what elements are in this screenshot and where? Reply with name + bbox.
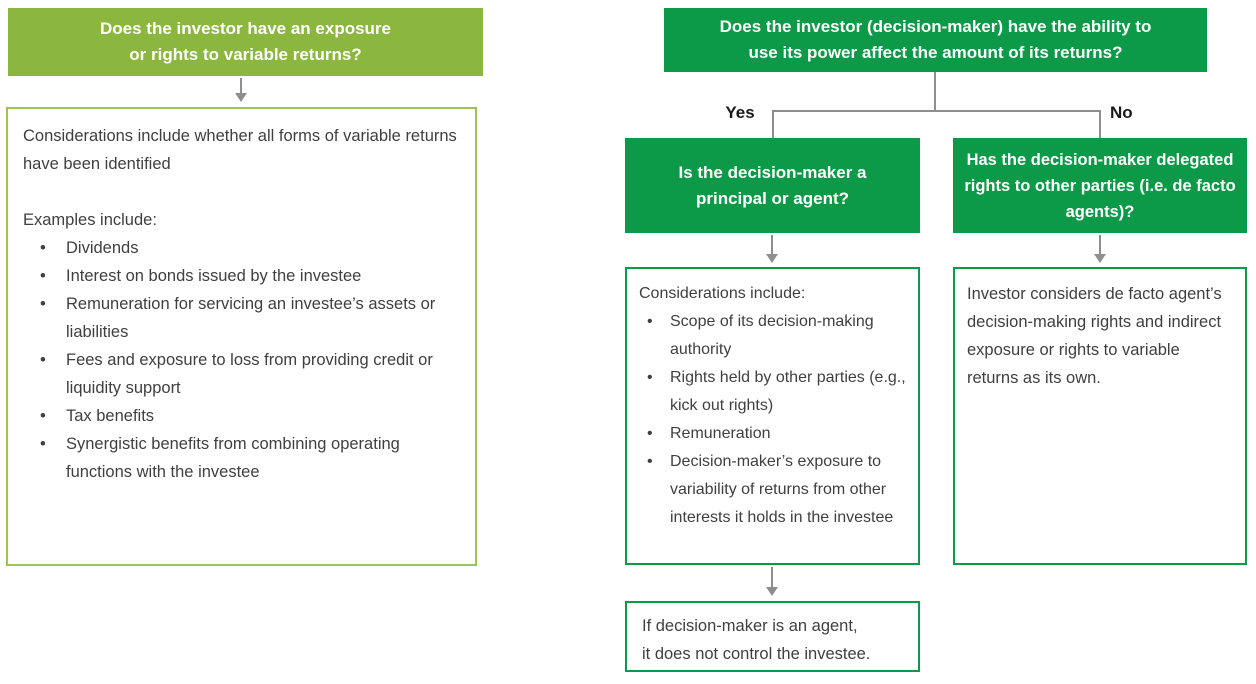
conclusion-line2: it does not control the investee. <box>642 645 871 663</box>
returns-ability-question-line2: use its power affect the amount of its r… <box>748 43 1123 62</box>
exposure-question-box: Does the investor have an exposure or ri… <box>8 8 483 76</box>
conclusion-line1: If decision-maker is an agent, <box>642 617 858 635</box>
principal-arrow-line <box>771 235 773 255</box>
delegated-arrow-line <box>1099 235 1101 255</box>
dm-considerations-intro: Considerations include: <box>639 285 806 302</box>
branch-yes-drop-line <box>772 112 774 138</box>
returns-ability-question-line1: Does the investor (decision-maker) have … <box>719 17 1152 36</box>
bullet-item: Scope of its decision-making authority <box>639 308 906 364</box>
bullet-item: Synergistic benefits from combining oper… <box>23 430 460 486</box>
exposure-question-line2: or rights to variable returns? <box>129 45 362 64</box>
conclusion-arrow-head <box>766 587 778 596</box>
considerations-intro: Considerations include whether all forms… <box>23 127 457 173</box>
left-down-arrow-head <box>235 93 247 102</box>
bullet-item: Interest on bonds issued by the investee <box>23 262 460 290</box>
exposure-question-line1: Does the investor have an exposure <box>100 19 391 38</box>
branch-no-drop-line <box>1099 112 1101 138</box>
decision-maker-considerations-box: Considerations include: Scope of its dec… <box>625 267 920 565</box>
bullet-item: Decision-maker’s exposure to variability… <box>639 448 906 532</box>
returns-ability-question-box: Does the investor (decision-maker) have … <box>664 8 1207 72</box>
left-down-arrow-line <box>240 78 242 94</box>
delegated-arrow-head <box>1094 254 1106 263</box>
examples-label: Examples include: <box>23 211 157 229</box>
yes-label: Yes <box>725 103 755 122</box>
principal-agent-question-box: Is the decision-maker a principal or age… <box>625 138 920 233</box>
bullet-item: Fees and exposure to loss from providing… <box>23 346 460 402</box>
de-facto-agent-note: Investor considers de facto agent’s deci… <box>967 285 1222 387</box>
principal-arrow-head <box>766 254 778 263</box>
branch-horizontal-line <box>772 110 1101 112</box>
bullet-item: Remuneration <box>639 420 906 448</box>
bullet-item: Tax benefits <box>23 402 460 430</box>
branch-stem-line <box>934 72 936 110</box>
no-label: No <box>1110 103 1133 122</box>
bullet-item: Rights held by other parties (e.g., kick… <box>639 364 906 420</box>
bullet-item: Remuneration for servicing an investee’s… <box>23 290 460 346</box>
conclusion-arrow-line <box>771 567 773 588</box>
principal-agent-question: Is the decision-maker a principal or age… <box>678 162 867 208</box>
bullet-item: Dividends <box>23 234 460 262</box>
delegated-rights-question-box: Has the decision-maker delegated rights … <box>953 138 1247 233</box>
delegated-rights-question: Has the decision-maker delegated rights … <box>964 150 1236 221</box>
variable-returns-considerations-box: Considerations include whether all forms… <box>6 107 477 566</box>
blank-line <box>23 178 460 206</box>
de-facto-agent-note-box: Investor considers de facto agent’s deci… <box>953 267 1247 565</box>
agent-conclusion-box: If decision-maker is an agent, it does n… <box>625 601 920 672</box>
